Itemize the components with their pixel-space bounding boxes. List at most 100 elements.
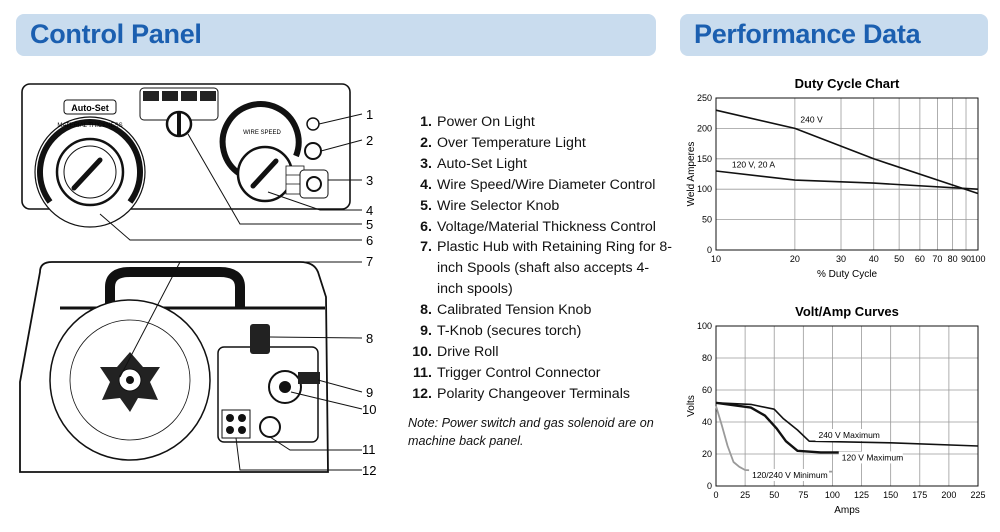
callout-numbers: 1 2 3 4 5 6 7 8 9 10 11 12 [362, 107, 376, 478]
legend-item: 4. Wire Speed/Wire Diameter Control [412, 175, 674, 196]
x-tick-label: 90 [961, 254, 971, 264]
x-tick-label: 50 [894, 254, 904, 264]
x-tick-label: 150 [883, 490, 898, 500]
legend-item: 12. Polarity Changeover Terminals [412, 384, 674, 405]
series-label-bg [749, 469, 830, 481]
callout-7: 7 [366, 254, 373, 269]
legend-item: 2.Over Temperature Light [412, 133, 674, 154]
callout-10: 10 [362, 402, 376, 417]
legend-item-number: 5. [420, 197, 432, 214]
legend-item-number: 4. [420, 176, 432, 193]
x-tick-label: 50 [769, 490, 779, 500]
x-tick-label: 200 [941, 490, 956, 500]
callout-11: 11 [362, 442, 376, 457]
power-on-light [306, 117, 320, 131]
performance-data-title: Performance Data [694, 19, 921, 49]
x-axis-label: % Duty Cycle [817, 269, 877, 280]
plot-frame [715, 97, 979, 251]
legend-item: 10. Drive Roll [412, 342, 674, 363]
legend-item-text: Wire Speed/Wire Diameter Control [437, 176, 656, 193]
x-tick-label: 20 [790, 254, 800, 264]
y-axis-label: Volts [686, 395, 697, 417]
auto-set-label: Auto-Set [71, 103, 109, 113]
back-panel-note: Note: Power switch and gas solenoid are … [408, 416, 654, 448]
y-tick-label: 200 [697, 123, 712, 133]
wire-speed-control: WIRE SPEED [219, 101, 305, 203]
legend-item: 3. Auto-Set Light [412, 154, 674, 175]
legend-item: 5. Wire Selector Knob [412, 196, 674, 217]
x-tick-label: 225 [970, 490, 985, 500]
y-tick-label: 100 [697, 184, 712, 194]
series-label: 240 V Maximum [818, 430, 879, 440]
callout-5: 5 [366, 217, 373, 232]
x-tick-label: 100 [970, 254, 985, 264]
chart-title: Duty Cycle Chart [795, 76, 900, 91]
series-label: 120 V Maximum [842, 452, 903, 462]
x-tick-label: 60 [915, 254, 925, 264]
y-tick-label: 60 [702, 385, 712, 395]
legend-item-number: 10. [412, 343, 432, 360]
legend-item-number: 2. [420, 134, 432, 151]
control-panel-title: Control Panel [30, 19, 202, 49]
y-tick-label: 250 [697, 93, 712, 103]
x-tick-label: 30 [836, 254, 846, 264]
x-tick-label: 80 [948, 254, 958, 264]
component-legend: 1. Power On Light 2.Over Temperature Light… [412, 112, 674, 405]
material-thickness-label: MATERIAL THICKNESS [57, 123, 122, 129]
legend-item-number: 9. [420, 323, 432, 340]
callout-4: 4 [366, 203, 373, 218]
callout-12: 12 [362, 463, 376, 478]
legend-item-number: 11. [413, 364, 432, 381]
legend-item: 9.T-Knob (secures torch) [412, 321, 674, 342]
series-line [715, 170, 979, 190]
legend-item: 8. Calibrated Tension Knob [412, 300, 674, 321]
x-tick-label: 10 [711, 254, 721, 264]
drive-roll [279, 381, 291, 393]
legend-item-text: Power On Light [437, 114, 535, 130]
trigger-connector [259, 416, 281, 438]
legend-item: 11. Trigger Control Connector [412, 363, 674, 384]
performance-data-banner: Performance Data [680, 14, 988, 56]
legend-item-number: 8. [420, 302, 432, 319]
series-label: 240 V [800, 114, 823, 124]
y-tick-label: 50 [702, 215, 712, 225]
callout-2: 2 [366, 133, 373, 148]
legend-item-text: Wire Selector Knob [437, 197, 560, 214]
legend-item-number: 3. [420, 155, 432, 172]
x-tick-label: 175 [912, 490, 927, 500]
legend-item-number: 6. [420, 218, 432, 235]
legend-item-text: Voltage/Material Thickness Control [437, 218, 656, 235]
tension-knob [250, 324, 270, 354]
legend-item-text: Plastic Hub with Retaining Ring for 8-in… [437, 239, 672, 298]
x-tick-label: 70 [932, 254, 942, 264]
series-label-bg [838, 451, 903, 464]
series-label: 120/240 V Minimum [752, 470, 828, 480]
y-tick-label: 150 [697, 154, 712, 164]
legend-item-number: 1. [420, 114, 432, 130]
t-knob [298, 372, 320, 384]
callout-8: 8 [366, 331, 373, 346]
legend-item-text: Trigger Control Connector [437, 364, 601, 381]
x-axis-label: Amps [834, 505, 860, 516]
chart-title: Volt/Amp Curves [795, 304, 899, 319]
wire-selector-knob [139, 87, 219, 138]
series-line [715, 401, 862, 454]
series-line [715, 109, 979, 195]
callout-1: 1 [366, 107, 373, 122]
legend-item: 6. Voltage/Material Thickness Control [412, 217, 674, 238]
y-axis-label: Weld Amperes [686, 142, 697, 207]
legend-item-text: Calibrated Tension Knob [437, 302, 592, 319]
y-tick-label: 100 [697, 321, 712, 331]
machine-drawing [19, 261, 329, 473]
legend-item-text: Polarity Changeover Terminals [437, 385, 630, 402]
legend-item-text: Drive Roll [437, 343, 499, 360]
over-temperature-light [304, 142, 322, 160]
x-tick-label: 100 [825, 490, 840, 500]
x-tick-label: 25 [740, 490, 750, 500]
voltage-thickness-control: Auto-Set MATERIAL THICKNESS [34, 99, 146, 228]
legend-item: 7.Plastic Hub with Retaining Ring for 8-… [412, 237, 674, 300]
legend-item-text: Auto-Set Light [437, 155, 527, 172]
legend-item-number: 12. [412, 385, 432, 402]
